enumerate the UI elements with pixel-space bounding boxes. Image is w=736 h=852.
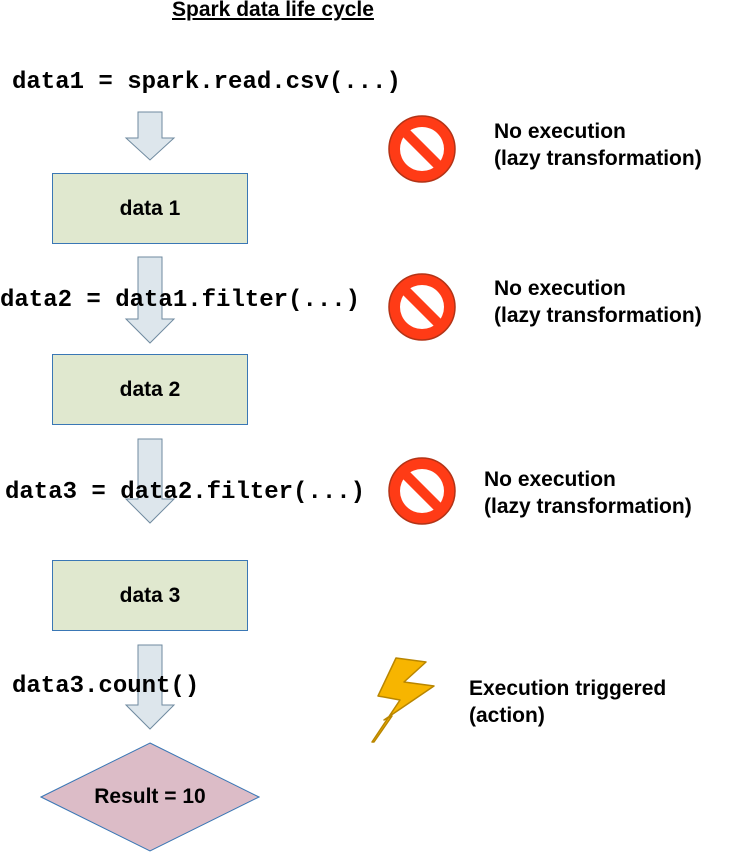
arrow-down-2: [124, 256, 176, 344]
note-action: Execution triggered (action): [469, 675, 666, 729]
arrow-down-3: [124, 438, 176, 524]
note-line-1: No execution: [494, 120, 626, 143]
note-line-2: (lazy transformation): [494, 304, 702, 327]
arrow-down-4: [124, 644, 176, 730]
dataframe-box-1: data 1: [52, 173, 248, 244]
no-entry-icon: [388, 115, 456, 183]
note-line-2: (lazy transformation): [484, 495, 692, 518]
note-line-1: No execution: [484, 468, 616, 491]
code-step-2: data2 = data1.filter(...): [0, 287, 361, 314]
note-step-2: No execution (lazy transformation): [494, 275, 702, 329]
dataframe-box-2: data 2: [52, 354, 248, 425]
note-line-1: No execution: [494, 277, 626, 300]
no-entry-icon: [388, 273, 456, 341]
code-step-1: data1 = spark.read.csv(...): [12, 69, 401, 96]
code-step-3: data3 = data2.filter(...): [5, 479, 366, 506]
lightning-icon: [371, 657, 435, 743]
note-step-3: No execution (lazy transformation): [484, 466, 692, 520]
note-line-1: Execution triggered: [469, 677, 667, 700]
arrow-down-1: [124, 111, 176, 161]
note-line-2: (lazy transformation): [494, 147, 702, 170]
diagram-title: Spark data life cycle: [172, 0, 374, 21]
result-label: Result = 10: [94, 785, 206, 808]
note-step-1: No execution (lazy transformation): [494, 118, 702, 172]
code-action: data3.count(): [12, 673, 200, 700]
note-line-2: (action): [469, 704, 545, 727]
result-diamond: Result = 10: [40, 742, 260, 852]
dataframe-box-3: data 3: [52, 560, 248, 631]
diamond-shape: [40, 742, 260, 852]
no-entry-icon: [388, 457, 456, 525]
